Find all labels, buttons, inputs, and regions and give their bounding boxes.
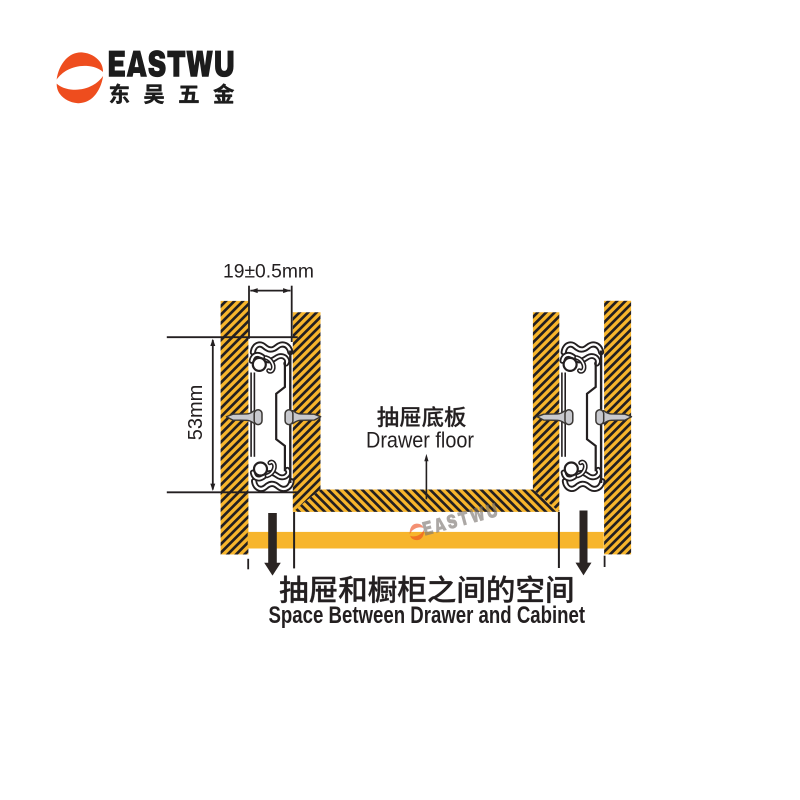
svg-text:19±0.5mm: 19±0.5mm	[223, 262, 314, 283]
svg-text:Drawer floor: Drawer floor	[366, 427, 474, 452]
svg-text:53mm: 53mm	[185, 385, 207, 441]
svg-text:Space Between Drawer and Cabin: Space Between Drawer and Cabinet	[269, 603, 586, 629]
